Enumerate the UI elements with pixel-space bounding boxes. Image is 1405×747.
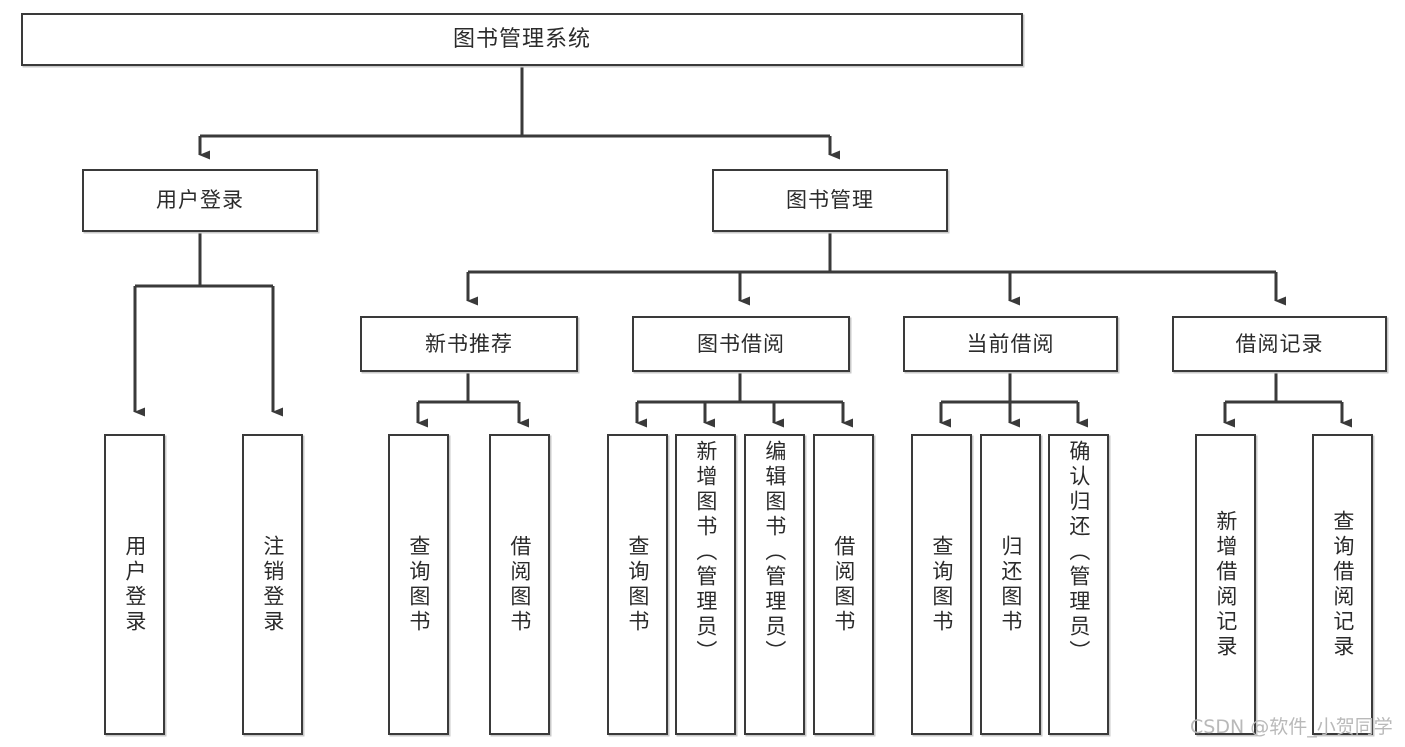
- node-borrow-record[interactable]: 借阅记录: [1172, 316, 1387, 372]
- csdn-watermark: CSDN @软件_小贺同学: [1190, 716, 1393, 738]
- node-label: 查询图书: [406, 534, 431, 635]
- node-leaf-query-book-current[interactable]: 查询图书: [911, 434, 972, 735]
- node-leaf-borrow-book[interactable]: 借阅图书: [813, 434, 874, 735]
- node-user-login[interactable]: 用户登录: [82, 169, 318, 232]
- node-leaf-add-borrow-record[interactable]: 新增借阅记录: [1195, 434, 1256, 735]
- node-current-borrow[interactable]: 当前借阅: [903, 316, 1118, 372]
- node-root-title[interactable]: 图书管理系统: [21, 13, 1023, 66]
- node-label: 借阅记录: [1235, 331, 1324, 356]
- node-label: 用户登录: [156, 188, 244, 212]
- node-leaf-user-login[interactable]: 用户登录: [104, 434, 165, 735]
- node-leaf-borrow-book-recommend[interactable]: 借阅图书: [489, 434, 550, 735]
- node-label: 确认归还（管理员）: [1066, 440, 1091, 665]
- node-leaf-logout-login[interactable]: 注销登录: [242, 434, 303, 735]
- node-leaf-return-book[interactable]: 归还图书: [980, 434, 1041, 735]
- node-label: 当前借阅: [966, 331, 1055, 356]
- node-label: 借阅图书: [831, 534, 856, 635]
- node-label: 借阅图书: [507, 534, 532, 635]
- node-leaf-add-book-admin[interactable]: 新增图书（管理员）: [675, 434, 736, 735]
- node-label: 注销登录: [260, 534, 285, 635]
- node-leaf-query-book-borrow[interactable]: 查询图书: [607, 434, 668, 735]
- node-label: 新增借阅记录: [1213, 509, 1238, 660]
- node-label: 图书管理系统: [452, 26, 591, 52]
- node-label: 查询图书: [929, 534, 954, 635]
- node-label: 用户登录: [122, 534, 147, 635]
- node-leaf-query-book-recommend[interactable]: 查询图书: [388, 434, 449, 735]
- node-label: 编辑图书（管理员）: [762, 440, 787, 665]
- node-label: 图书管理: [786, 188, 874, 212]
- node-leaf-confirm-return-admin[interactable]: 确认归还（管理员）: [1048, 434, 1109, 735]
- node-label: 查询借阅记录: [1330, 509, 1355, 660]
- node-label: 新书推荐: [425, 331, 513, 356]
- node-book-borrow[interactable]: 图书借阅: [632, 316, 850, 372]
- node-label: 新增图书（管理员）: [693, 440, 718, 665]
- node-new-book-recommend[interactable]: 新书推荐: [360, 316, 578, 372]
- node-label: 归还图书: [998, 534, 1023, 635]
- node-leaf-edit-book-admin[interactable]: 编辑图书（管理员）: [744, 434, 805, 735]
- node-label: 查询图书: [625, 534, 650, 635]
- node-label: 图书借阅: [697, 331, 785, 356]
- node-book-management[interactable]: 图书管理: [712, 169, 948, 232]
- node-leaf-query-borrow-record[interactable]: 查询借阅记录: [1312, 434, 1373, 735]
